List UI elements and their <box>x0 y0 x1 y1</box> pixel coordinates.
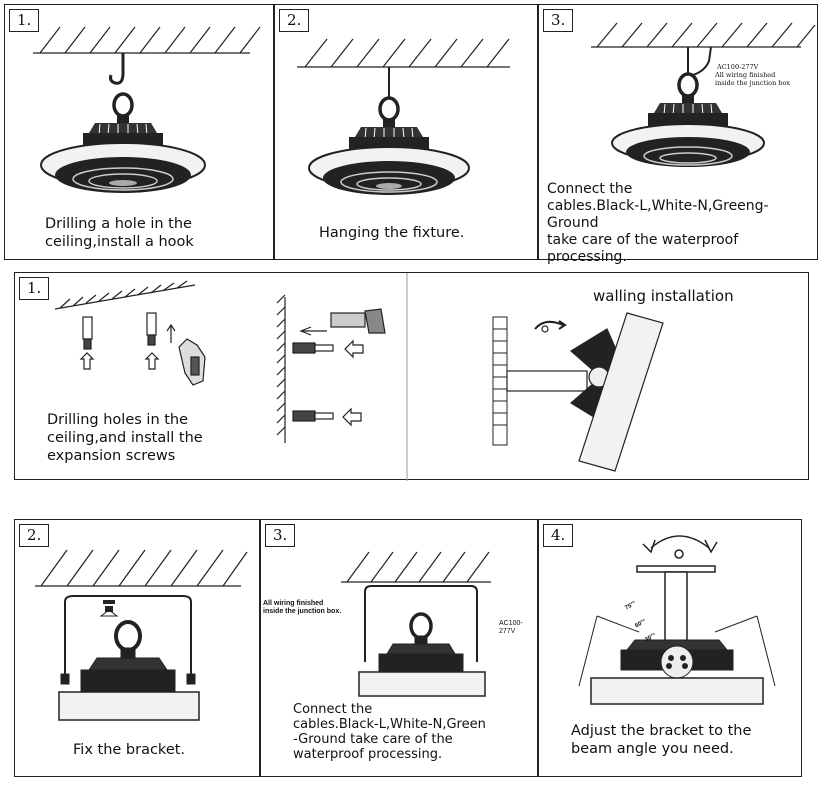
ceiling-hatch <box>33 26 261 54</box>
step-caption: Connect the cables.Black-L,White-N,Green… <box>293 702 486 762</box>
step-caption: Hanging the fixture. <box>319 225 465 241</box>
step-panel-hook: 1. Drilling a hole in the ceiling,instal… <box>4 4 274 260</box>
ufo-light-fixture <box>611 72 765 167</box>
step-caption: Drilling a hole in the ceiling,install a… <box>45 216 194 250</box>
step-caption: Fix the bracket. <box>73 742 186 758</box>
ufo-light-fixture <box>58 620 200 721</box>
fix-bracket-illustration <box>35 549 248 721</box>
wiring-note: All wiring finished inside the junction … <box>715 71 791 87</box>
u-bracket <box>364 585 478 662</box>
step-caption: Adjust the bracket to the beam angle you… <box>571 723 752 757</box>
step-caption: Connect the cables.Black-L,White-N,Green… <box>547 181 769 265</box>
voltage-label: AC100-277V <box>717 63 759 71</box>
angle-markers <box>578 615 776 687</box>
adjust-angle-illustration <box>578 535 776 705</box>
step-number: 4. <box>543 524 574 547</box>
step-number: 1. <box>19 277 50 300</box>
wall-drill-and-screws <box>292 308 386 427</box>
brick-wall <box>492 316 508 446</box>
voltage-label: AC100-277V <box>499 620 523 635</box>
wall-mounted-fixture <box>506 312 664 472</box>
bolt-and-nut <box>99 600 119 617</box>
step-panel-wiring: 3. AC100-277V All wiring finished inside… <box>538 4 818 265</box>
hammer-drill <box>178 338 206 386</box>
step-caption: Drilling holes in the ceiling,and instal… <box>47 412 203 464</box>
ufo-light-fixture <box>308 96 470 195</box>
anchor-bolts <box>79 312 176 370</box>
hang-fixture-illustration <box>297 38 510 195</box>
ufo-light-fixture <box>590 639 764 705</box>
hook-install-illustration <box>33 26 261 193</box>
ufo-light-fixture <box>40 92 206 193</box>
ufo-light-fixture <box>358 612 486 697</box>
step-panel-bracket-wiring: 3. All wiring finished inside the juncti… <box>260 519 538 777</box>
step-number: 2. <box>279 9 310 32</box>
wiring-note: All wiring finished inside the junction … <box>263 600 342 615</box>
ceiling-hook <box>109 53 125 85</box>
u-bracket <box>64 595 192 680</box>
ceiling-hatch <box>54 280 196 310</box>
ceiling-hatch <box>591 22 816 48</box>
mounting-post <box>636 565 716 653</box>
rotation-arrow <box>642 535 718 559</box>
ceiling-hatch <box>341 551 491 583</box>
ceiling-hatch <box>297 38 510 68</box>
wall-section <box>276 294 286 443</box>
step-number: 3. <box>265 524 296 547</box>
expansion-screws-illustration <box>54 273 664 481</box>
step-number: 2. <box>19 524 50 547</box>
step-number: 3. <box>543 9 574 32</box>
power-cable <box>692 46 712 76</box>
ceiling-hatch <box>35 549 248 587</box>
step-panel-expansion-screws: 1. <box>14 272 809 481</box>
wiring-illustration <box>591 22 816 167</box>
step-number: 1. <box>9 9 40 32</box>
bracket-wiring-illustration <box>341 551 491 697</box>
step-panel-fix-bracket: 2. Fix the bracket. <box>14 519 260 777</box>
step-panel-adjust-angle: 4. 75°° 60°° 30°° Adjust the bracket to … <box>538 519 802 777</box>
walling-installation-title: walling installation <box>593 287 734 305</box>
step-panel-hang: 2. Hanging the fixture. <box>274 4 538 260</box>
